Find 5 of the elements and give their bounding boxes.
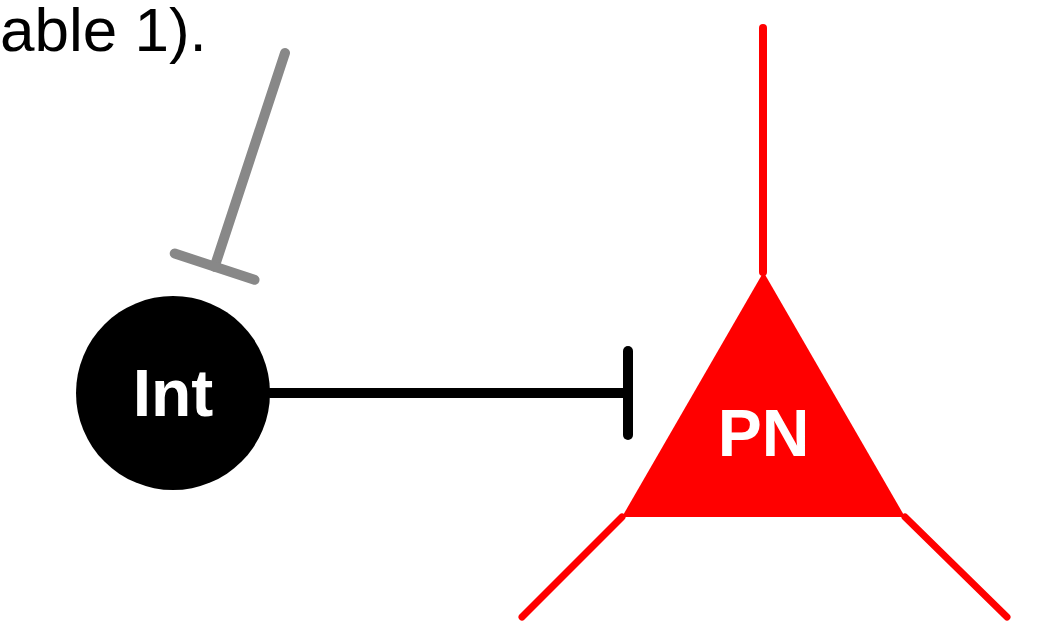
caption-text: able 1).: [0, 0, 207, 65]
inhibitory-connector: [169, 48, 290, 285]
pyramidal-neuron-triangle: [622, 272, 905, 517]
node-label: PN: [717, 394, 810, 471]
node-label: Int: [132, 355, 214, 431]
